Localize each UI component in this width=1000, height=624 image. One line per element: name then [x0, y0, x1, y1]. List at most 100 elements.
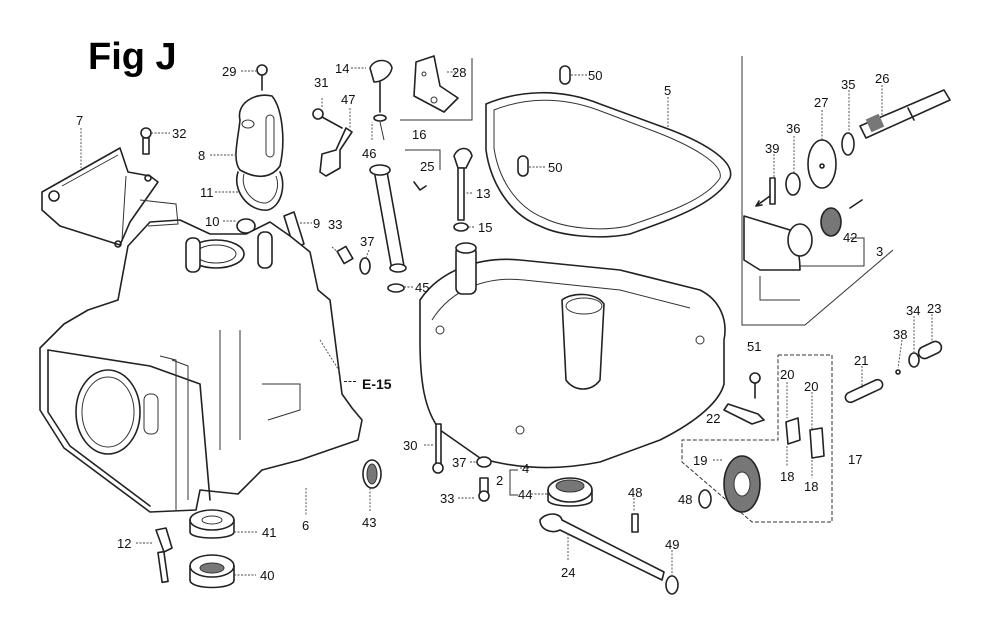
callout-8[interactable]: 8 [198, 148, 206, 163]
callout-34[interactable]: 34 [906, 303, 921, 318]
callout-9[interactable]: 9 [313, 216, 321, 231]
part-21-shaft [844, 378, 884, 404]
callout-45[interactable]: 45 [415, 280, 430, 295]
callout-31[interactable]: 31 [314, 75, 329, 90]
part-39-key [769, 177, 776, 205]
part-46-o-ring [373, 114, 387, 141]
callout-43[interactable]: 43 [362, 515, 377, 530]
callout-14[interactable]: 14 [335, 61, 350, 76]
part-5-crankcase-gasket [485, 91, 732, 238]
part-48-washer-b [665, 575, 679, 595]
callout-20-a[interactable]: 20 [780, 367, 795, 382]
part-37-washer-lower [476, 456, 492, 468]
part-50-dowel-upper [559, 65, 571, 85]
callout-33-lower[interactable]: 33 [440, 491, 455, 506]
part-3-sub-assembly [743, 215, 813, 301]
figure-title: Fig J [88, 36, 177, 78]
part-44-oil-seal [547, 477, 593, 507]
callout-26[interactable]: 26 [875, 71, 890, 86]
governor-group-bracket [681, 354, 833, 523]
callout-2[interactable]: 2 [496, 473, 504, 488]
part-22-plate [723, 403, 765, 425]
callout-11[interactable]: 11 [200, 185, 214, 200]
callout-30[interactable]: 30 [403, 438, 418, 453]
callout-40[interactable]: 40 [260, 568, 275, 583]
callout-12[interactable]: 12 [117, 536, 132, 551]
assembly-arrows [755, 195, 863, 209]
callout-48-b[interactable]: 49 [665, 537, 680, 552]
callout-48-a[interactable]: 48 [678, 492, 693, 507]
part-31-bolt [312, 108, 343, 129]
part-37-washer-upper [359, 257, 371, 275]
callout-18-a[interactable]: 18 [780, 469, 795, 484]
callout-37-lower[interactable]: 37 [452, 455, 467, 470]
part-13-dipstick [453, 147, 473, 221]
callout-5[interactable]: 5 [664, 83, 672, 98]
part-45-o-ring [387, 283, 405, 293]
callout-27[interactable]: 27 [814, 95, 829, 110]
callout-4[interactable]: 4 [522, 461, 530, 476]
callout-25[interactable]: 25 [420, 159, 435, 174]
callout-37-upper[interactable]: 37 [360, 234, 375, 249]
part-42-bearing [820, 207, 842, 237]
callout-49[interactable]: 48 [628, 485, 643, 500]
reference-leader [344, 381, 356, 383]
callout-44[interactable]: 44 [518, 487, 533, 502]
callout-41[interactable]: 41 [262, 525, 277, 540]
callout-29[interactable]: 29 [222, 64, 237, 79]
part-7-shroud [41, 147, 159, 248]
callout-28[interactable]: 28 [452, 65, 467, 80]
callout-23[interactable]: 23 [927, 301, 942, 316]
part-33-bolt-lower [478, 477, 490, 502]
part-35-washer [841, 132, 855, 156]
callout-13[interactable]: 13 [476, 186, 491, 201]
part-20-weight-a [785, 417, 801, 445]
callout-15[interactable]: 15 [478, 220, 493, 235]
part-19-governor-gear [723, 455, 761, 513]
part-28-bracket [413, 55, 459, 113]
callout-3[interactable]: 3 [876, 244, 884, 259]
part-29-bolt [256, 64, 268, 91]
callout-38[interactable]: 38 [893, 327, 908, 342]
part-36-washer [785, 172, 801, 196]
part-25-clip [413, 181, 427, 191]
callout-42[interactable]: 42 [843, 230, 858, 245]
part-23-pin [917, 340, 943, 360]
callout-19[interactable]: 19 [693, 453, 708, 468]
callout-10[interactable]: 10 [205, 214, 220, 229]
callout-51[interactable]: 51 [747, 339, 762, 354]
part-47-bracket [319, 127, 353, 177]
crankshaft-group-divider [741, 56, 894, 326]
part-51-bolt [749, 372, 761, 399]
part-26-crankshaft [859, 89, 951, 139]
part-33-bolt-upper [336, 245, 354, 265]
callout-35[interactable]: 35 [841, 77, 856, 92]
callout-39[interactable]: 39 [765, 141, 780, 156]
part-50-dowel-lower [517, 155, 529, 177]
callout-17[interactable]: 17 [848, 452, 863, 467]
part-24-oil-dipper [539, 513, 665, 581]
callout-22[interactable]: 22 [706, 411, 721, 426]
callout-24[interactable]: 24 [561, 565, 576, 580]
callout-18-b[interactable]: 18 [804, 479, 819, 494]
callout-50-lower[interactable]: 50 [548, 160, 563, 175]
callout-33-upper[interactable]: 33 [328, 217, 343, 232]
callout-leader-lines [80, 67, 933, 576]
callout-47[interactable]: 47 [341, 92, 356, 107]
callout-50-upper[interactable]: 50 [588, 68, 603, 83]
part-16-fill-tube [369, 164, 407, 273]
part-49-pin [631, 513, 639, 533]
callout-46[interactable]: 46 [362, 146, 377, 161]
callout-20-b[interactable]: 20 [804, 379, 819, 394]
callout-36[interactable]: 36 [786, 121, 801, 136]
part-27-gear [807, 139, 837, 189]
part-20-weight-b [809, 427, 825, 459]
callout-21[interactable]: 21 [854, 353, 869, 368]
callout-7[interactable]: 7 [76, 113, 84, 128]
part-10-plug [236, 218, 256, 234]
callout-32[interactable]: 32 [172, 126, 187, 141]
callout-6[interactable]: 6 [302, 518, 310, 533]
callout-16[interactable]: 16 [412, 127, 427, 142]
